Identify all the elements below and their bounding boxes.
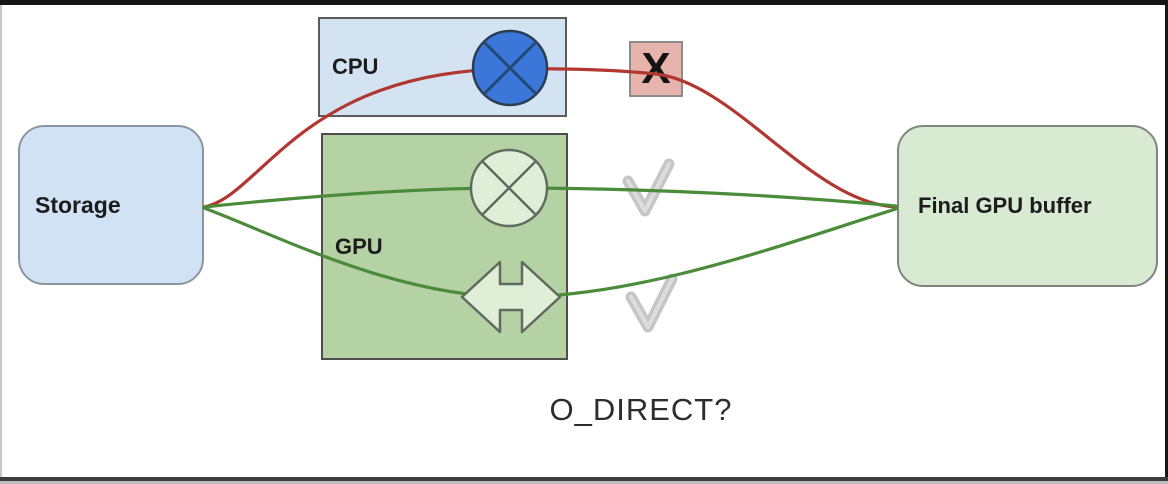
checkmark-icon-top	[622, 158, 675, 217]
frame-border-top	[0, 0, 1168, 5]
storage-node-label: Storage	[35, 191, 121, 218]
storage-node: Storage	[18, 125, 204, 285]
gpu-node: GPU	[321, 133, 568, 360]
rejected-x-marker: X	[629, 41, 683, 97]
frame-border-right	[1165, 0, 1168, 479]
cpu-node: CPU	[318, 17, 567, 117]
final-gpu-buffer-node: Final GPU buffer	[897, 125, 1158, 287]
frame-border-left	[0, 5, 2, 477]
cpu-node-label: CPU	[332, 54, 379, 79]
final-gpu-buffer-label: Final GPU buffer	[918, 193, 1092, 218]
checkmark-icon-bottom	[625, 273, 678, 333]
frame-border-bottom-outer	[0, 481, 1168, 484]
rejected-x-glyph: X	[641, 44, 671, 93]
gpu-node-label: GPU	[335, 233, 383, 259]
frame-border-bottom	[0, 477, 1168, 481]
o-direct-question-label: O_DIRECT?	[549, 392, 733, 427]
